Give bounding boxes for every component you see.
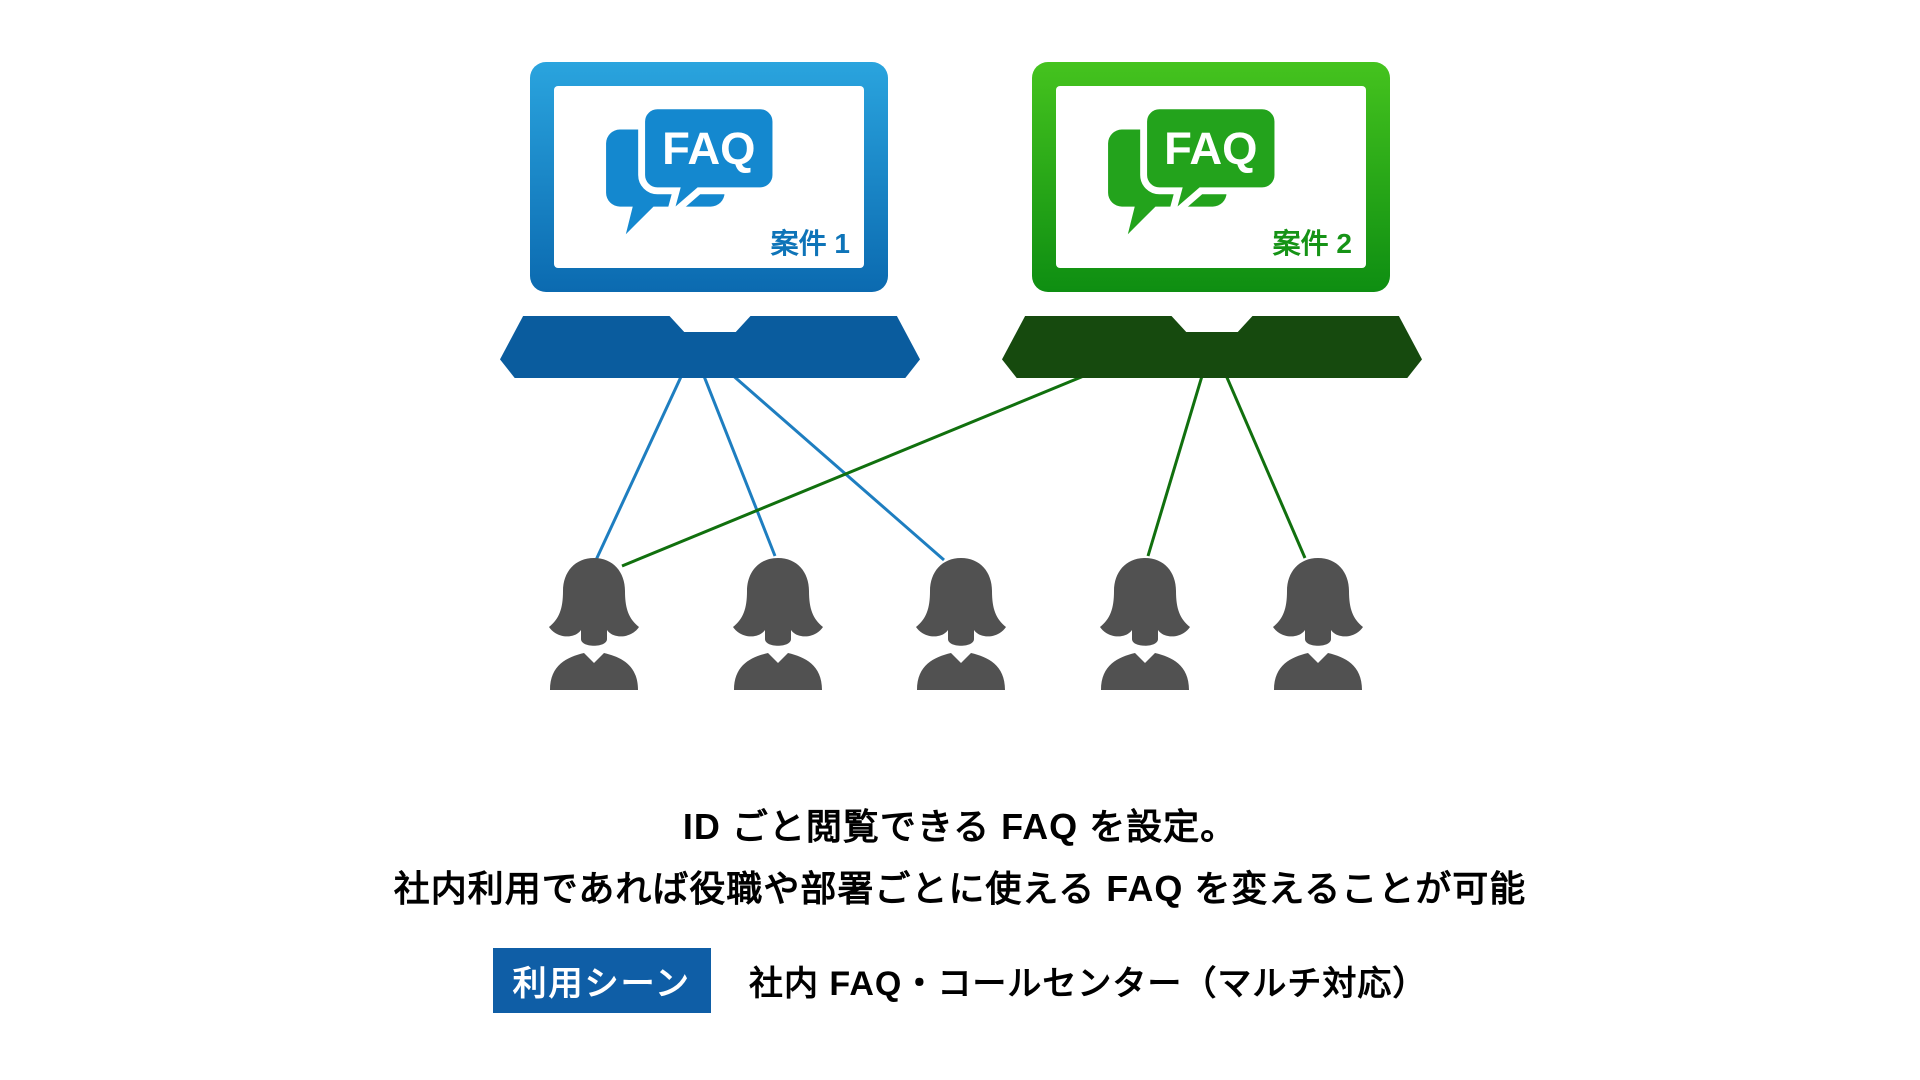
user-body-icon	[1101, 653, 1189, 690]
user-body-icon	[550, 653, 638, 690]
laptop-case2-display: FAQ 案件 2	[1056, 86, 1366, 268]
user-head-icon	[1100, 558, 1190, 646]
laptop-case1-screen: FAQ 案件 1	[530, 62, 888, 292]
faq-bubble-text: FAQ	[1164, 123, 1257, 174]
user-body-icon	[917, 653, 1005, 690]
laptop-case2-touchpad	[1171, 316, 1253, 332]
faq-bubble-front	[1140, 102, 1282, 227]
connection-laptop2-user4	[1146, 365, 1207, 557]
connection-laptop2-user1	[621, 364, 1109, 568]
user-2-silhouette	[718, 552, 838, 692]
connection-laptop2-user5	[1220, 365, 1307, 559]
user-5-silhouette	[1258, 552, 1378, 692]
connection-laptop1-user2	[698, 365, 777, 557]
usage-scene-row: 利用シーン 社内 FAQ・コールセンター（マルチ対応）	[0, 948, 1920, 1013]
faq-bubble-front	[638, 102, 780, 227]
user-body-icon	[1274, 653, 1362, 690]
user-head-icon	[916, 558, 1006, 646]
laptop-case2-base	[1002, 316, 1422, 378]
faq-bubble-text: FAQ	[662, 123, 755, 174]
laptop-case1-base	[500, 316, 920, 378]
caption-line-1: ID ごと閲覧できる FAQ を設定。	[682, 806, 1238, 847]
user-4-silhouette	[1085, 552, 1205, 692]
usage-scene-description: 社内 FAQ・コールセンター（マルチ対応）	[748, 965, 1428, 1003]
faq-bubble-icon: FAQ	[606, 102, 780, 235]
user-head-icon	[1273, 558, 1363, 646]
usage-scene-badge: 利用シーン	[492, 948, 711, 1013]
faq-bubble-icon: FAQ	[1108, 102, 1282, 235]
user-body-icon	[734, 653, 822, 690]
case2-label: 案件 2	[1272, 228, 1352, 259]
user-1-silhouette	[534, 552, 654, 692]
user-head-icon	[733, 558, 823, 646]
user-3-silhouette	[901, 552, 1021, 692]
laptop-case2-screen: FAQ 案件 2	[1032, 62, 1390, 292]
case1-label: 案件 1	[770, 228, 850, 259]
caption-line-2: 社内利用であれば役職や部署ごとに使える FAQ を変えることが可能	[393, 868, 1527, 909]
laptop-case1-touchpad	[669, 316, 751, 332]
laptop-case1-display: FAQ 案件 1	[554, 86, 864, 268]
user-head-icon	[549, 558, 639, 646]
connection-laptop1-user1	[594, 365, 688, 561]
connection-laptop1-user3	[721, 364, 945, 562]
